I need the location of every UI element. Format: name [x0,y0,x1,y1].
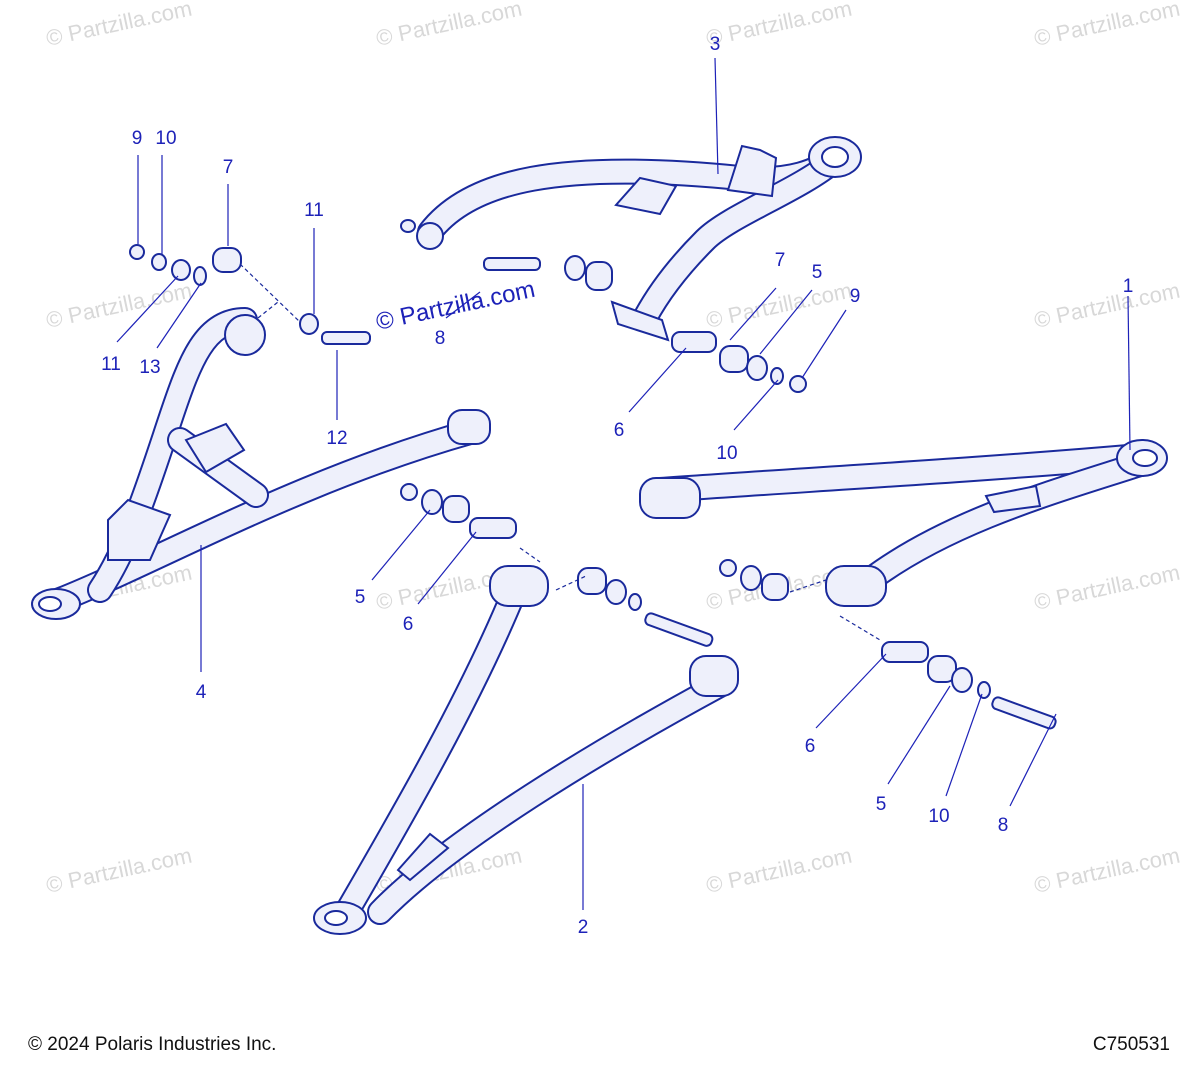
callout-8: 8 [435,328,446,349]
callout-9: 9 [132,128,143,149]
callout-6: 6 [805,736,816,757]
watermark: © Partzilla.com [1032,278,1182,333]
diagram-id: C750531 [1092,1034,1170,1055]
callout-9: 9 [850,286,861,307]
callout-12: 12 [326,428,347,449]
watermark-center: © Partzilla.com [374,276,538,336]
callout-6: 6 [614,420,625,441]
watermark: © Partzilla.com [44,278,194,333]
hardware-right [719,559,1057,730]
callout-7: 7 [223,157,234,178]
callouts: 3 1 4 2 9 10 7 11 11 13 12 8 6 7 5 9 10 … [101,34,1133,938]
watermark: © Partzilla.com [1032,0,1182,51]
watermark: © Partzilla.com [704,278,854,333]
part-1-a-arm [639,439,1168,607]
callout-4: 4 [196,682,207,703]
leader-lines [116,57,1131,910]
callout-8: 8 [998,815,1009,836]
callout-2: 2 [578,917,589,938]
watermark: © Partzilla.com [704,0,854,51]
callout-10: 10 [155,128,176,149]
callout-10: 10 [716,443,737,464]
hardware-upper-middle [483,255,807,393]
callout-1: 1 [1123,276,1134,297]
callout-5: 5 [812,262,823,283]
callout-6: 6 [403,614,414,635]
callout-5: 5 [876,794,887,815]
part-2-a-arm [313,565,739,935]
part-4-a-arm [31,307,491,620]
part-3-upper-a-arm [400,136,862,342]
callout-10: 10 [928,806,949,827]
callout-3: 3 [710,34,721,55]
watermark: © Partzilla.com [44,843,194,898]
watermark: © Partzilla.com [704,843,854,898]
callout-11: 11 [101,354,121,375]
callout-7: 7 [775,250,786,271]
watermark: © Partzilla.com [1032,843,1182,898]
watermark: © Partzilla.com [44,0,194,51]
callout-11: 11 [304,200,324,221]
hardware-center [400,483,714,647]
watermark: © Partzilla.com [1032,560,1182,615]
copyright-notice: © 2024 Polaris Industries Inc. [28,1034,277,1055]
watermark: © Partzilla.com [374,0,524,51]
callout-5: 5 [355,587,366,608]
callout-13: 13 [139,357,160,378]
